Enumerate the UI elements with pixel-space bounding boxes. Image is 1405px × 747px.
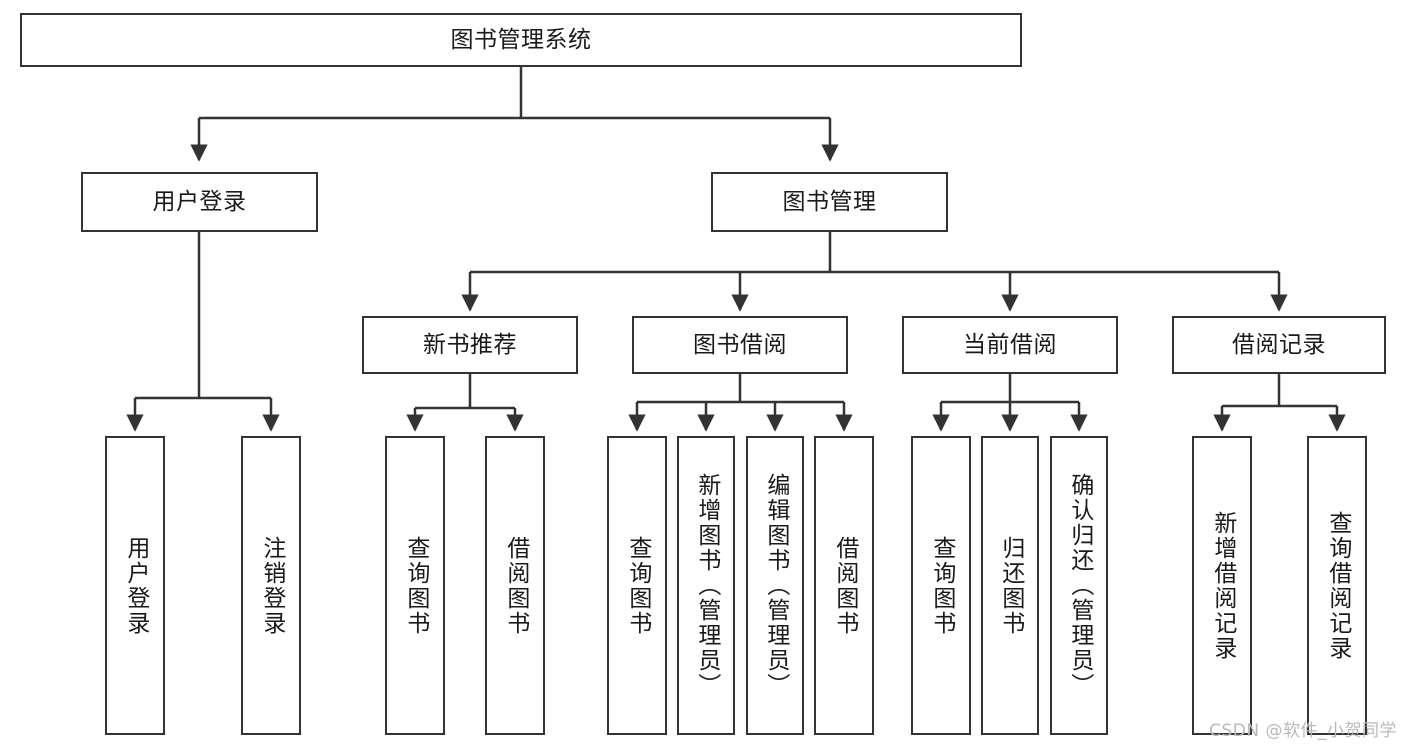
leaf-book-borrow-borrow-book[interactable]: 借阅图书 bbox=[814, 436, 874, 735]
node-book-management[interactable]: 图书管理 bbox=[711, 172, 948, 232]
node-label: 借阅图书 bbox=[502, 535, 529, 636]
node-book-borrow[interactable]: 图书借阅 bbox=[632, 316, 848, 374]
leaf-query-borrow-record[interactable]: 查询借阅记录 bbox=[1307, 436, 1367, 735]
node-label: 借阅记录 bbox=[1232, 331, 1326, 358]
node-label: 确认归还（管理员） bbox=[1066, 473, 1093, 698]
csdn-watermark: CSDN @软件_小贺同学 bbox=[1209, 721, 1397, 741]
node-root-system[interactable]: 图书管理系统 bbox=[20, 13, 1022, 67]
leaf-book-borrow-add-book-admin[interactable]: 新增图书（管理员） bbox=[677, 436, 735, 735]
node-label: 查询图书 bbox=[928, 535, 955, 636]
node-current-borrow[interactable]: 当前借阅 bbox=[902, 316, 1118, 374]
leaf-book-borrow-edit-book-admin[interactable]: 编辑图书（管理员） bbox=[746, 436, 804, 735]
leaf-current-borrow-return-book[interactable]: 归还图书 bbox=[981, 436, 1039, 735]
leaf-current-borrow-query-book[interactable]: 查询图书 bbox=[911, 436, 971, 735]
leaf-add-borrow-record[interactable]: 新增借阅记录 bbox=[1192, 436, 1252, 735]
node-label: 图书管理 bbox=[782, 188, 877, 215]
node-label: 用户登录 bbox=[122, 535, 149, 636]
leaf-current-borrow-confirm-return-admin[interactable]: 确认归还（管理员） bbox=[1050, 436, 1108, 735]
leaf-book-borrow-query-book[interactable]: 查询图书 bbox=[607, 436, 667, 735]
leaf-user-login[interactable]: 用户登录 bbox=[105, 436, 165, 735]
node-label: 图书管理系统 bbox=[450, 26, 592, 53]
node-label: 查询图书 bbox=[624, 535, 651, 636]
node-label: 查询借阅记录 bbox=[1324, 510, 1351, 661]
node-borrow-record[interactable]: 借阅记录 bbox=[1172, 316, 1386, 374]
node-label: 当前借阅 bbox=[963, 331, 1057, 358]
node-label: 编辑图书（管理员） bbox=[762, 473, 789, 698]
node-label: 图书借阅 bbox=[693, 331, 787, 358]
leaf-new-book-query-book[interactable]: 查询图书 bbox=[385, 436, 445, 735]
node-label: 新增借阅记录 bbox=[1209, 510, 1236, 661]
node-label: 新书推荐 bbox=[423, 331, 517, 358]
node-label: 查询图书 bbox=[402, 535, 429, 636]
node-label: 借阅图书 bbox=[831, 535, 858, 636]
node-label: 新增图书（管理员） bbox=[693, 473, 720, 698]
leaf-logout-login[interactable]: 注销登录 bbox=[241, 436, 301, 735]
node-label: 用户登录 bbox=[152, 188, 247, 215]
node-label: 归还图书 bbox=[997, 535, 1024, 636]
leaf-new-book-borrow-book[interactable]: 借阅图书 bbox=[485, 436, 545, 735]
node-user-login[interactable]: 用户登录 bbox=[81, 172, 318, 232]
node-label: 注销登录 bbox=[258, 535, 285, 636]
node-new-book-recommend[interactable]: 新书推荐 bbox=[362, 316, 578, 374]
